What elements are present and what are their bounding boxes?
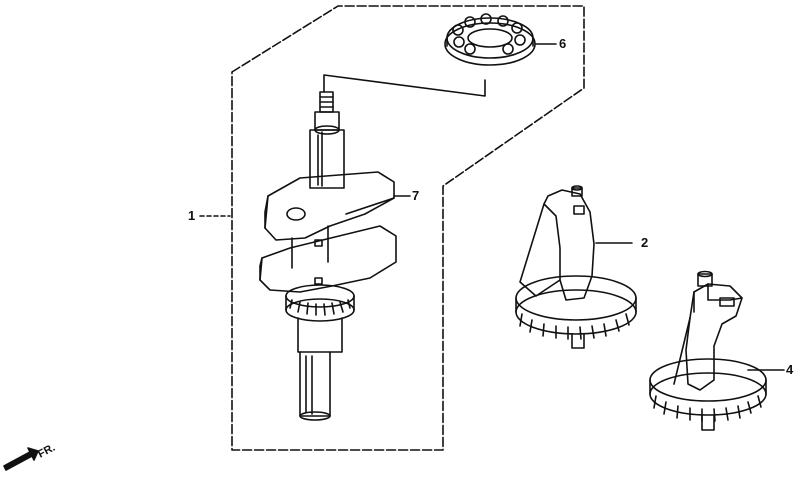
assembly-boundary-outline bbox=[231, 5, 585, 451]
ball-bearing-part6 bbox=[444, 13, 536, 66]
crankshaft-part2 bbox=[515, 185, 637, 349]
crankshaft-part4 bbox=[649, 270, 767, 431]
front-arrow-icon bbox=[3, 447, 39, 471]
callout-label-6: 6 bbox=[559, 36, 567, 51]
callout-label-4: 4 bbox=[786, 362, 794, 377]
callout-label-7: 7 bbox=[412, 188, 420, 203]
callout-label-1: 1 bbox=[188, 208, 196, 223]
crankshaft-part7 bbox=[259, 91, 397, 421]
bearing-leader-line bbox=[323, 74, 486, 97]
callout-label-2: 2 bbox=[641, 235, 649, 250]
